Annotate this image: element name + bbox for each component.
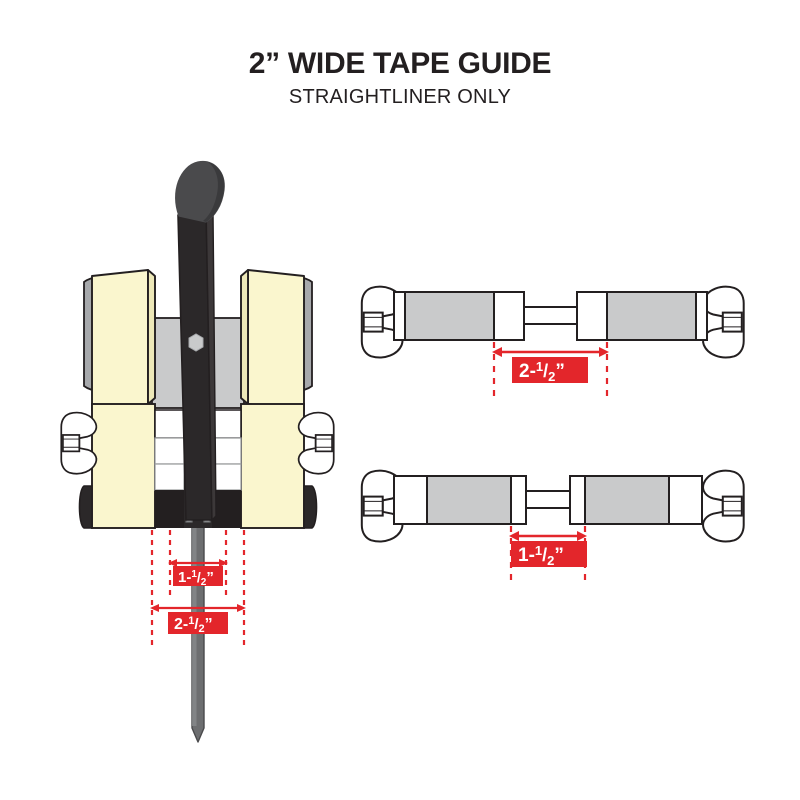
roll-end-cap-right	[303, 485, 318, 529]
wing-nut-right	[702, 285, 745, 359]
roller-sleeve-right	[584, 475, 703, 525]
shaft-bottom-dimension: 1-1/2”	[509, 526, 587, 580]
handle-knob[interactable]	[175, 161, 225, 223]
tape-roll-left	[91, 269, 156, 411]
shaft-bottom-dimension-label: 1-1/2”	[518, 543, 564, 568]
base-block-left	[155, 490, 184, 528]
front-view-tape-guide-assembly: 1-1/2” 2-1/2”	[60, 161, 335, 743]
hex-bolt-head	[188, 333, 204, 352]
front-inner-dimension-label: 1-1/2”	[178, 569, 214, 588]
roller-sleeve-left	[393, 291, 495, 341]
shaft-assembly-wide-setting: 2-1/2”	[360, 285, 745, 396]
tape-roll-lower-left	[91, 403, 156, 529]
threaded-rod	[523, 306, 578, 325]
page-subtitle: STRAIGHTLINER ONLY	[288, 85, 512, 108]
threaded-rod	[525, 490, 571, 509]
front-outer-dimension: 2-1/2”	[150, 530, 246, 645]
shaft-top-dimension: 2-1/2”	[492, 342, 609, 396]
guide-plate-left	[154, 409, 185, 491]
tape-roll-right	[240, 269, 305, 411]
page-title: 2” WIDE TAPE GUIDE	[248, 47, 552, 80]
collar-right	[569, 475, 586, 525]
roller-sleeve-right	[606, 291, 708, 341]
roll-end-cap-left	[78, 485, 93, 529]
wing-nut-right	[702, 469, 745, 543]
guide-plate-right	[211, 409, 242, 491]
collar-right	[576, 291, 608, 341]
base-block-right	[212, 490, 241, 528]
tape-roll-lower-right	[240, 403, 305, 529]
shaft-top-dimension-label: 2-1/2”	[519, 359, 565, 384]
front-inner-dimension: 1-1/2”	[168, 530, 228, 598]
collar-left	[493, 291, 525, 341]
shaft-assembly-narrow-setting: 1-1/2”	[360, 469, 745, 580]
front-outer-dimension-label: 2-1/2”	[174, 615, 213, 635]
collar-left	[510, 475, 527, 525]
roller-sleeve-left	[393, 475, 512, 525]
title-block: 2” WIDE TAPE GUIDE STRAIGHTLINER ONLY	[0, 48, 800, 109]
